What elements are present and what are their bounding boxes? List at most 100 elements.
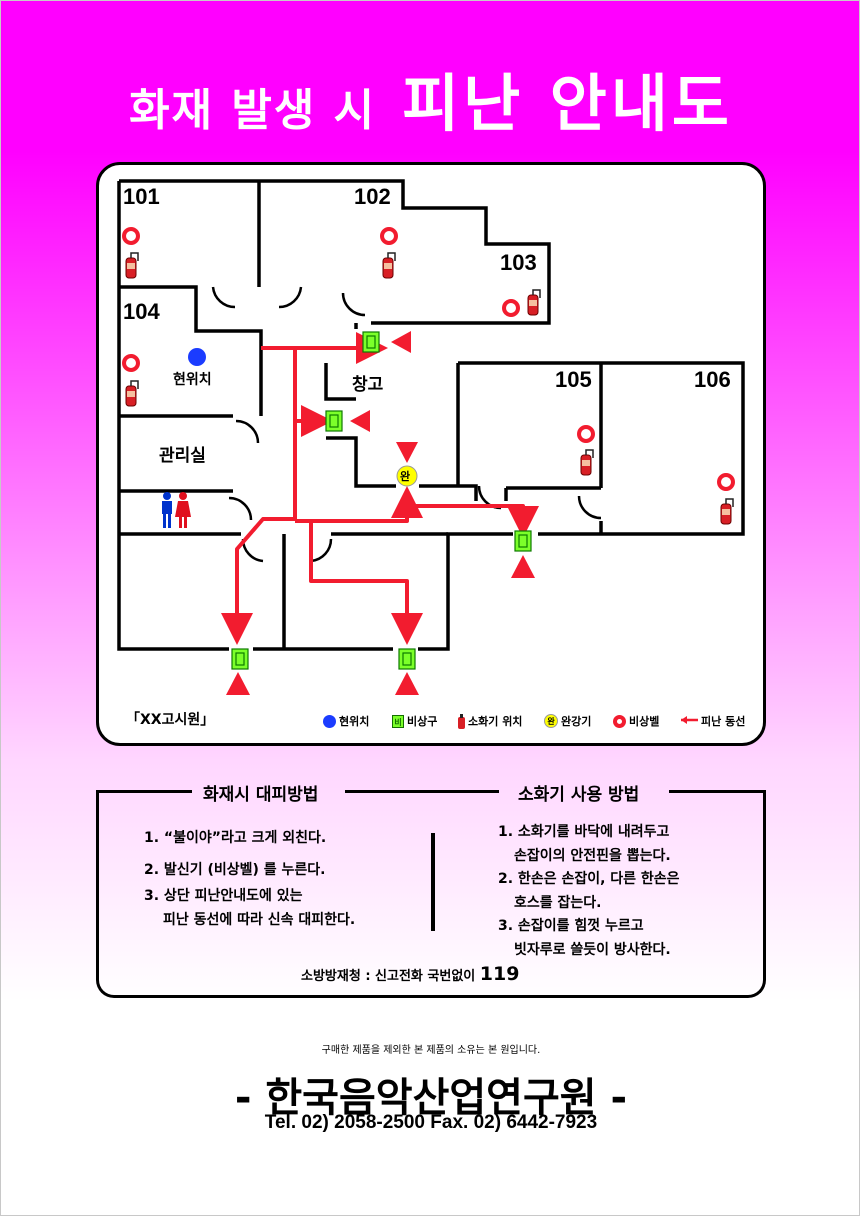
exit-triangle (391, 331, 411, 353)
bell-icon (502, 299, 520, 317)
current-location-label: 현위치 (173, 372, 212, 388)
extinguisher-icon (720, 498, 734, 525)
restroom-icon (162, 492, 191, 528)
ext-step: 빗자루로 쓸듯이 방사한다. (514, 941, 671, 958)
floor-plan-drawing (117, 179, 745, 724)
door-office (235, 419, 260, 444)
descender-icon: 완 (544, 714, 558, 728)
route-vent (295, 486, 423, 523)
room-105-label: 105 (555, 367, 592, 392)
legend-route-arrow (681, 716, 698, 724)
box-top-line (345, 790, 499, 793)
emergency-label: 소방방재청 : 신고전화 국번없이 (301, 969, 476, 984)
exit-icon (231, 648, 249, 670)
evacuation-steps: 1. “불이야”라고 크게 외친다. 2. 발신기 (비상벨) 를 누른다. 3… (144, 828, 355, 930)
evac-step: 피난 동선에 따라 신속 대피한다. (163, 912, 356, 928)
emergency-call: 소방방재청 : 신고전화 국번없이 119 (301, 963, 519, 985)
room-106-label: 106 (694, 367, 731, 392)
wall-vent-room (326, 436, 396, 488)
descender-mark: 완 (400, 470, 411, 483)
door-wc (228, 496, 253, 521)
evac-step: 2. 발신기 (비상벨) 를 누른다. (144, 862, 326, 878)
exit-triangles (226, 331, 535, 695)
box-top-line (96, 790, 192, 793)
company-name: - 한국음악산업연구원 - (234, 1075, 628, 1121)
building-name: 「XX고시원」 (126, 712, 215, 728)
instructions-box (96, 790, 766, 998)
poster-title: 화재 발생 시 피난 안내도 (1, 53, 860, 143)
descender-icon (396, 465, 418, 487)
legend-route: 피난 동선 (701, 715, 746, 728)
extinguisher-heading: 소화기 사용 방법 (518, 785, 640, 805)
ext-step: 2. 한손은 손잡이, 다른 한손은 (498, 871, 680, 887)
legend-current: 현위치 (323, 713, 369, 729)
route-south (309, 519, 423, 645)
contact-info: Tel. 02) 2058-2500 Fax. 02) 6442-7923 (264, 1112, 598, 1133)
emergency-number: 119 (479, 963, 520, 985)
extinguishers (125, 252, 734, 525)
door-sw (241, 538, 264, 563)
ext-step: 3. 손잡이를 힘껏 누르고 (498, 918, 644, 934)
current-location-dot (188, 348, 206, 366)
box-top-line (669, 790, 766, 793)
exit-triangle (350, 410, 370, 432)
evac-step: 1. “불이야”라고 크게 외친다. (144, 830, 327, 846)
wall-north (119, 179, 551, 325)
ext-step: 1. 소화기를 바닥에 내려두고 (498, 824, 670, 840)
door-south-room (310, 538, 333, 563)
bell-icon (122, 227, 140, 245)
title-part2: 피난 안내도 (402, 67, 733, 140)
room-104-label: 104 (123, 299, 160, 324)
extinguisher-icon (125, 380, 139, 407)
exit-triangle (396, 442, 418, 463)
exit-icon (362, 331, 380, 353)
evacuation-heading: 화재시 대피방법 (203, 785, 319, 805)
extinguisher-icon (382, 252, 396, 279)
column-divider (431, 833, 435, 931)
extinguisher-icon (125, 252, 139, 279)
bell-icon (122, 354, 140, 372)
bell-icon (613, 714, 626, 728)
office-label: 관리실 (159, 446, 206, 466)
exit-triangle (395, 672, 419, 695)
bell-icon (577, 425, 595, 443)
evac-step: 3. 상단 피난안내도에 있는 (144, 888, 303, 904)
room-101-label: 101 (123, 184, 160, 209)
door-103 (341, 292, 366, 317)
exit-triangle (511, 555, 535, 578)
legend-extinguisher: 소화기 위치 (458, 713, 522, 729)
exit-icon: 비 (392, 714, 404, 728)
door-102 (278, 286, 303, 309)
door-104 (211, 286, 236, 309)
wall-vent-right (419, 484, 478, 501)
room-102-label: 102 (354, 184, 391, 209)
legend-bell: 비상벨 (613, 713, 659, 729)
extinguisher-icon (580, 449, 594, 476)
wall-south-b (418, 532, 513, 651)
extinguisher-steps: 1. 소화기를 바닥에 내려두고 손잡이의 안전핀을 뽑는다. 2. 한손은 손… (498, 821, 680, 962)
storage-label: 창고 (352, 375, 384, 395)
ownership-notice: 구매한 제품을 제외한 본 제품의 소유는 본 원입니다. (321, 1045, 541, 1056)
exit-icon (398, 648, 416, 670)
bell-icon (380, 227, 398, 245)
current-location-icon (323, 714, 336, 728)
route-east (407, 504, 539, 538)
title-part1: 화재 발생 시 (129, 85, 377, 136)
alarm-bells (122, 227, 735, 491)
wall-storage (324, 323, 358, 401)
route-west (221, 346, 297, 645)
wall-corridor-bits (504, 488, 603, 534)
ext-step: 호스를 잡는다. (514, 894, 602, 911)
extinguisher-icon (458, 713, 465, 729)
exit-triangle (226, 672, 250, 695)
door-106 (577, 495, 602, 520)
exit-icon (514, 530, 532, 552)
ext-step: 손잡이의 안전핀을 뽑는다. (514, 847, 671, 864)
exit-icon (325, 410, 343, 432)
wall-104 (119, 285, 263, 416)
extinguisher-icon (527, 289, 541, 316)
